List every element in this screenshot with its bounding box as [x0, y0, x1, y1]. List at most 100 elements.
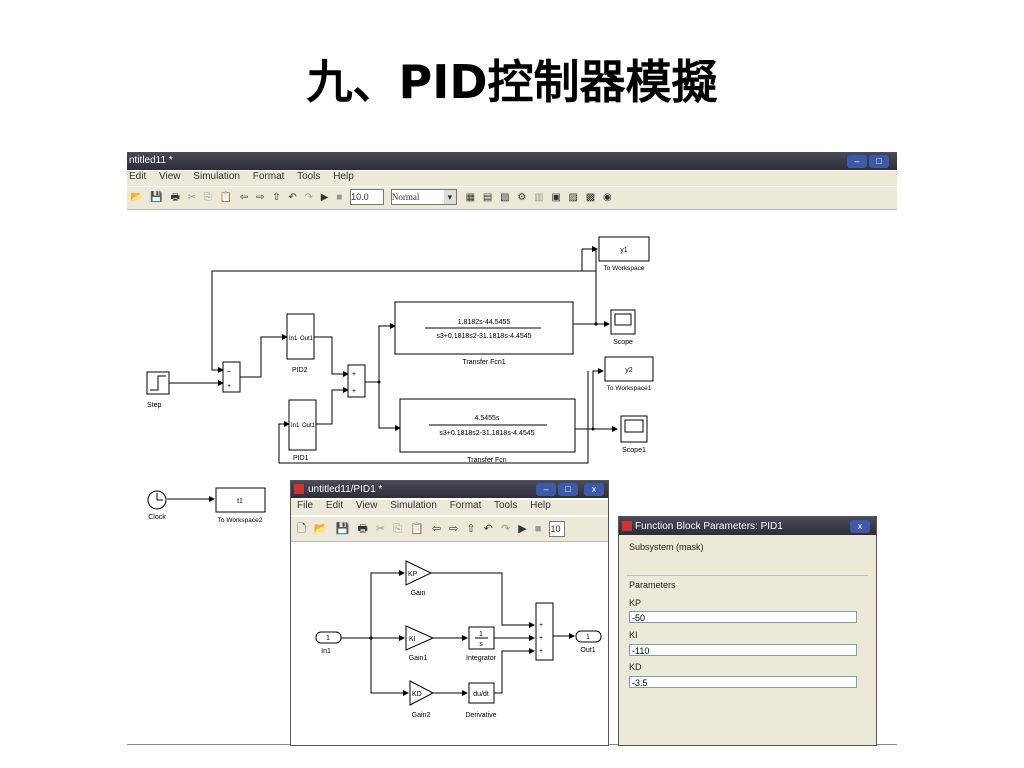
sum3-block[interactable]: +++	[535, 602, 554, 661]
integrator-block[interactable]: 1 s Integrator	[466, 626, 497, 662]
dialog-titlebar[interactable]: Function Block Parameters: PID1 x	[619, 517, 876, 535]
grid-icon[interactable]: ▥	[534, 192, 544, 203]
sub-close-button[interactable]: x	[584, 483, 604, 496]
paste-icon[interactable]: 📋	[219, 192, 233, 203]
sub-menu-tools[interactable]: Tools	[493, 500, 518, 511]
kp-field[interactable]: -50	[629, 611, 857, 623]
to-workspace1-label: To Workspace1	[607, 385, 652, 392]
step-block[interactable]: Step	[146, 371, 170, 409]
print-icon[interactable]: 🖶	[170, 192, 180, 203]
sub-print-icon[interactable]: 🖶	[357, 523, 368, 535]
sub-menu-help[interactable]: Help	[530, 500, 551, 511]
help-icon[interactable]: ◉	[603, 192, 612, 203]
ki-text: KI	[409, 636, 416, 643]
debug-icon[interactable]: ▧	[500, 192, 510, 203]
scope-block[interactable]: Scope	[610, 309, 636, 346]
gain-kd-block[interactable]: KD Gain2	[409, 680, 435, 719]
sub-paste-icon[interactable]: 📋	[410, 523, 424, 535]
stop-time-input[interactable]: 10.0	[350, 189, 385, 206]
sub-menu-view[interactable]: View	[355, 500, 378, 511]
tf1-denominator: s3+0.1818s2-31.1818s-4.4545	[436, 333, 531, 340]
sub-cut-icon[interactable]: ✂	[375, 523, 386, 535]
main-menubar: Edit View Simulation Format Tools Help	[127, 171, 897, 186]
model-explorer-icon[interactable]: ▤	[482, 192, 493, 203]
menu-simulation[interactable]: Simulation	[193, 171, 240, 182]
sim-mode-select[interactable]: Normal ▾	[390, 189, 457, 206]
dialog-title: Function Block Parameters: PID1	[635, 521, 783, 532]
menu-format[interactable]: Format	[252, 171, 285, 182]
y2-label: y2	[625, 367, 633, 374]
maximize-button[interactable]: □	[869, 155, 889, 168]
sub-forward-icon[interactable]: ⇨	[449, 523, 459, 535]
sub-save-icon[interactable]: 💾	[335, 523, 350, 535]
block-parameters-dialog: Function Block Parameters: PID1 x Subsys…	[618, 516, 877, 746]
derivative-block[interactable]: du/dt Derivative	[465, 682, 497, 719]
minimize-button[interactable]: –	[847, 155, 867, 168]
stop-icon[interactable]: ■	[336, 192, 343, 203]
settings-icon[interactable]: ⚙	[517, 192, 527, 203]
kd-field[interactable]: -3.5	[629, 676, 857, 688]
in1-port[interactable]: 1 In1	[315, 631, 342, 655]
pid2-in-label: In1	[289, 336, 298, 342]
sum-block[interactable]: –+	[222, 361, 241, 393]
main-titlebar[interactable]: ntitled11 * – □	[127, 152, 897, 170]
sub-minimize-button[interactable]: –	[536, 483, 556, 496]
sub-play-icon[interactable]: ▶	[518, 523, 527, 535]
sub-open-icon[interactable]: 📂	[313, 523, 328, 535]
gain-ki-block[interactable]: KI Gain1	[405, 625, 435, 662]
to-workspace1-block[interactable]: y2 To Workspace1	[604, 356, 654, 392]
library-icon[interactable]: ▦	[465, 192, 476, 203]
pid1-block[interactable]: In1 Out1 PID1	[288, 399, 317, 462]
sub-menu-file[interactable]: File	[297, 500, 314, 511]
kd-text: KD	[412, 691, 422, 698]
undo-icon[interactable]: ↶	[288, 192, 297, 203]
copy-icon[interactable]: ⎘	[203, 192, 212, 203]
scope1-block[interactable]: Scope1	[620, 415, 648, 454]
menu-help[interactable]: Help	[333, 171, 354, 182]
report-icon[interactable]: ▨	[568, 192, 578, 203]
pid2-block[interactable]: In1 Out1 PID2	[286, 313, 315, 374]
sub-up-icon[interactable]: ⇧	[466, 523, 476, 535]
svg-text:+: +	[352, 388, 356, 395]
out1-port-number: 1	[586, 634, 590, 641]
clock-block[interactable]: Clock	[147, 490, 167, 521]
up-icon[interactable]: ⇧	[272, 192, 281, 203]
sub-copy-icon[interactable]: ⎘	[393, 523, 402, 535]
transfer-fcn-block[interactable]: 4.5455s s3+0.1818s2-31.1818s-4.4545 Tran…	[399, 398, 576, 464]
sum2-block[interactable]: ++	[347, 364, 366, 398]
cut-icon[interactable]: ✂	[187, 192, 197, 203]
ki-field[interactable]: -110	[629, 644, 857, 656]
sub-stop-time-input[interactable]: 10	[549, 521, 566, 538]
sub-back-icon[interactable]: ⇦	[431, 523, 442, 535]
to-workspace2-block[interactable]: t1 To Workspace2	[215, 487, 266, 524]
new-icon[interactable]: 🗋	[297, 523, 306, 535]
parameters-label: Parameters	[629, 580, 676, 590]
back-icon[interactable]: ⇦	[239, 192, 249, 203]
redo-icon[interactable]: ↷	[304, 192, 313, 203]
menu-edit[interactable]: Edit	[129, 171, 147, 182]
build-icon[interactable]: ▣	[551, 192, 561, 203]
sub-undo-icon[interactable]: ↶	[483, 523, 493, 535]
sub-redo-icon[interactable]: ↷	[500, 523, 511, 535]
sub-menu-simulation[interactable]: Simulation	[390, 500, 437, 511]
to-workspace-block[interactable]: y1 To Workspace	[598, 236, 650, 272]
dialog-close-button[interactable]: x	[850, 520, 870, 533]
menu-tools[interactable]: Tools	[297, 171, 321, 182]
sub-maximize-button[interactable]: □	[558, 483, 578, 496]
forward-icon[interactable]: ⇨	[256, 192, 265, 203]
config-icon[interactable]: ▩	[585, 192, 596, 203]
sub-menu-edit[interactable]: Edit	[325, 500, 344, 511]
step-label: Step	[147, 402, 162, 409]
sub-menu-format[interactable]: Format	[449, 500, 482, 511]
chevron-down-icon[interactable]: ▾	[443, 190, 456, 205]
sub-menubar: File Edit View Simulation Format Tools H…	[291, 500, 608, 515]
menu-view[interactable]: View	[159, 171, 181, 182]
play-icon[interactable]: ▶	[320, 192, 329, 203]
sub-stop-icon[interactable]: ■	[534, 523, 542, 535]
open-icon[interactable]: 📂	[130, 192, 143, 203]
save-icon[interactable]: 💾	[150, 192, 163, 203]
out1-port[interactable]: 1 Out1	[575, 630, 602, 654]
sub-titlebar[interactable]: untitled11/PID1 * – □ x	[291, 481, 608, 498]
gain-kp-block[interactable]: KP Gain	[405, 560, 433, 597]
transfer-fcn1-block[interactable]: 1.8182s-44.5455 s3+0.1818s2-31.1818s-4.4…	[394, 301, 574, 366]
